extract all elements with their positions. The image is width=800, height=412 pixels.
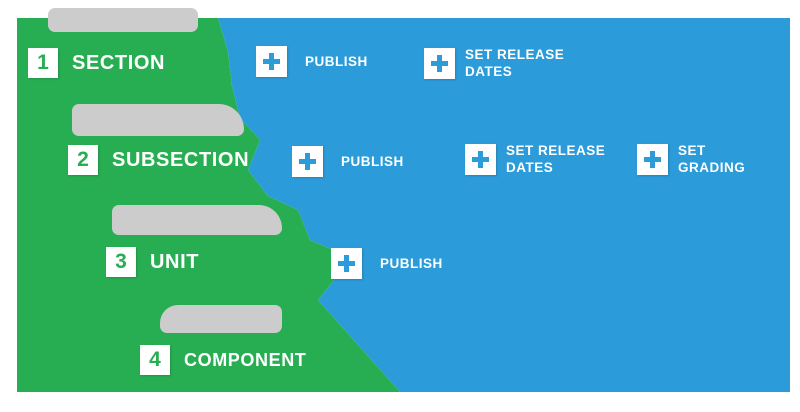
- level-number-badge: 4: [140, 345, 170, 375]
- action-label-line1: SET: [678, 143, 706, 158]
- hierarchy-level-2[interactable]: 2 SUBSECTION: [68, 145, 249, 175]
- action-label-line1: SET RELEASE: [465, 47, 565, 62]
- action-label-line1: SET RELEASE: [506, 143, 606, 158]
- level-number-badge: 2: [68, 145, 98, 175]
- hierarchy-level-1[interactable]: 1 SECTION: [28, 48, 165, 78]
- plus-icon: [292, 146, 323, 177]
- action-label-line2: DATES: [506, 160, 554, 176]
- plus-icon: [256, 46, 287, 77]
- level-number-badge: 1: [28, 48, 58, 78]
- action-label: PUBLISH: [380, 255, 443, 271]
- hierarchy-level-4[interactable]: 4 COMPONENT: [140, 345, 306, 375]
- level-title: SECTION: [72, 51, 166, 74]
- action-label: SET RELEASE DATES: [506, 142, 605, 177]
- action-label: SET RELEASE DATES: [465, 46, 564, 81]
- level-title: COMPONENT: [184, 349, 307, 370]
- hierarchy-level-3[interactable]: 3 UNIT: [106, 247, 199, 277]
- redacted-bar-component: [160, 305, 282, 333]
- level-title: SUBSECTION: [112, 148, 250, 171]
- action-publish-subsection[interactable]: PUBLISH: [292, 146, 404, 177]
- action-label: PUBLISH: [341, 153, 404, 169]
- plus-icon: [424, 47, 455, 79]
- action-publish-unit[interactable]: PUBLISH: [331, 248, 443, 279]
- plus-icon: [465, 143, 496, 175]
- action-label-line2: DATES: [465, 64, 513, 80]
- level-number-badge: 3: [106, 247, 136, 277]
- plus-icon: [331, 248, 362, 279]
- plus-icon: [637, 143, 668, 175]
- redacted-bar-subsection: [72, 104, 244, 136]
- action-set-release-dates-subsection[interactable]: SET RELEASE DATES: [465, 142, 605, 177]
- action-publish-section[interactable]: PUBLISH: [256, 46, 368, 77]
- action-label-line2: GRADING: [678, 160, 746, 176]
- action-label: PUBLISH: [305, 53, 368, 69]
- action-set-release-dates-section[interactable]: SET RELEASE DATES: [424, 46, 564, 81]
- action-set-grading-subsection[interactable]: SET GRADING: [637, 142, 745, 177]
- blue-region: [218, 18, 790, 392]
- redacted-bar-section: [48, 8, 198, 32]
- action-label: SET GRADING: [678, 142, 745, 177]
- level-title: UNIT: [150, 250, 200, 273]
- redacted-bar-unit: [112, 205, 282, 235]
